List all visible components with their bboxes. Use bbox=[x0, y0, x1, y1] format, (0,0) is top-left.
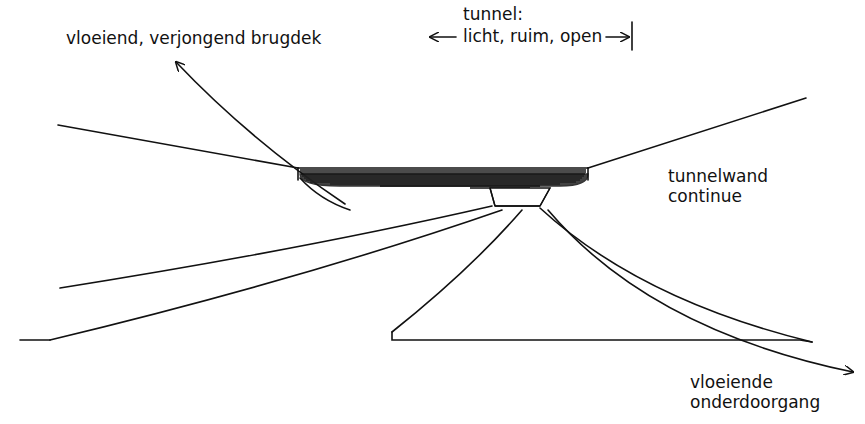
deck-line bbox=[58, 125, 298, 168]
sketch-annotation: tunnel: bbox=[463, 4, 523, 24]
dimension-arrow bbox=[430, 36, 456, 38]
tunnel-wall bbox=[60, 206, 492, 288]
sketch-annotation: licht, ruim, open bbox=[460, 26, 605, 46]
deck-top bbox=[298, 167, 588, 169]
tunnel-wall bbox=[50, 210, 502, 340]
sketch-annotation: vloeiend, verjongend brugdek bbox=[66, 28, 321, 48]
underpass-arrow bbox=[548, 210, 853, 372]
dimension-arrow bbox=[606, 36, 629, 38]
tunnel-wall bbox=[392, 210, 522, 332]
tunnel-wall bbox=[540, 208, 812, 342]
deck-hatching bbox=[300, 170, 588, 206]
sketch-annotation: vloeiende onderdoorgang bbox=[690, 372, 820, 413]
ground-line bbox=[20, 339, 50, 341]
sketch-annotation: tunnelwand continue bbox=[668, 166, 768, 207]
dimension-tick bbox=[631, 22, 633, 50]
deck-line bbox=[588, 98, 806, 168]
ground-line bbox=[392, 332, 812, 342]
